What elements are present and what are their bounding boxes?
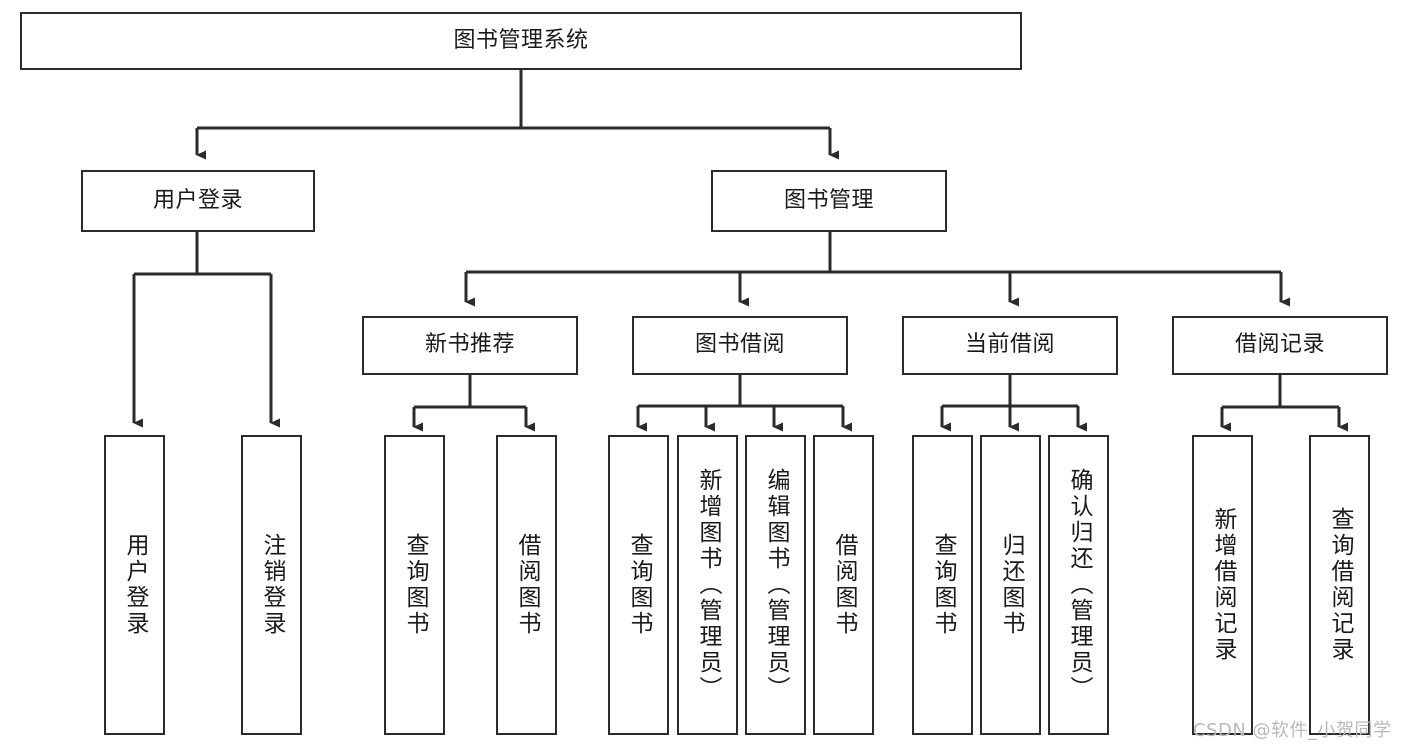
node-leaf-query-book-3[interactable]: 查询图书 xyxy=(912,435,973,735)
node-leaf-add-book-label: 新增图书（管理员） xyxy=(695,468,721,702)
node-leaf-confirm-return-label: 确认归还（管理员） xyxy=(1066,468,1092,702)
node-leaf-return-book[interactable]: 归还图书 xyxy=(980,435,1041,735)
node-book-management[interactable]: 图书管理 xyxy=(711,170,947,232)
node-leaf-user-login[interactable]: 用户登录 xyxy=(104,435,165,735)
node-leaf-borrow-book-2[interactable]: 借阅图书 xyxy=(813,435,874,735)
node-leaf-add-record-label: 新增借阅记录 xyxy=(1210,507,1236,663)
node-leaf-query-book-2[interactable]: 查询图书 xyxy=(608,435,669,735)
node-leaf-user-login-label: 用户登录 xyxy=(122,533,148,637)
node-current-borrow-label: 当前借阅 xyxy=(964,332,1055,358)
node-current-borrow[interactable]: 当前借阅 xyxy=(902,316,1118,375)
node-leaf-borrow-book-1-label: 借阅图书 xyxy=(514,533,540,637)
node-book-management-label: 图书管理 xyxy=(783,187,874,213)
node-leaf-edit-book[interactable]: 编辑图书（管理员） xyxy=(745,435,806,735)
node-leaf-query-book-1[interactable]: 查询图书 xyxy=(384,435,445,735)
node-leaf-borrow-book-2-label: 借阅图书 xyxy=(831,533,857,637)
node-leaf-user-logout-label: 注销登录 xyxy=(259,533,285,637)
node-leaf-query-book-3-label: 查询图书 xyxy=(930,533,956,637)
node-new-book-recommend[interactable]: 新书推荐 xyxy=(362,316,578,375)
node-leaf-borrow-book-1[interactable]: 借阅图书 xyxy=(496,435,557,735)
node-leaf-query-book-2-label: 查询图书 xyxy=(626,533,652,637)
node-leaf-add-book[interactable]: 新增图书（管理员） xyxy=(677,435,738,735)
node-leaf-user-logout[interactable]: 注销登录 xyxy=(241,435,302,735)
node-book-borrow-label: 图书借阅 xyxy=(694,332,785,358)
node-leaf-confirm-return[interactable]: 确认归还（管理员） xyxy=(1048,435,1109,735)
node-user-login-label: 用户登录 xyxy=(152,187,243,213)
node-leaf-query-record-label: 查询借阅记录 xyxy=(1327,507,1353,663)
node-leaf-return-book-label: 归还图书 xyxy=(998,533,1024,637)
node-leaf-query-record[interactable]: 查询借阅记录 xyxy=(1309,435,1370,735)
node-borrow-record[interactable]: 借阅记录 xyxy=(1172,316,1388,375)
node-book-borrow[interactable]: 图书借阅 xyxy=(632,316,848,375)
node-leaf-edit-book-label: 编辑图书（管理员） xyxy=(763,468,789,702)
node-new-book-recommend-label: 新书推荐 xyxy=(424,332,515,358)
node-user-login[interactable]: 用户登录 xyxy=(81,170,315,232)
node-borrow-record-label: 借阅记录 xyxy=(1234,332,1325,358)
node-root[interactable]: 图书管理系统 xyxy=(20,12,1022,70)
node-leaf-query-book-1-label: 查询图书 xyxy=(402,533,428,637)
node-leaf-add-record[interactable]: 新增借阅记录 xyxy=(1192,435,1253,735)
node-root-label: 图书管理系统 xyxy=(453,27,589,53)
